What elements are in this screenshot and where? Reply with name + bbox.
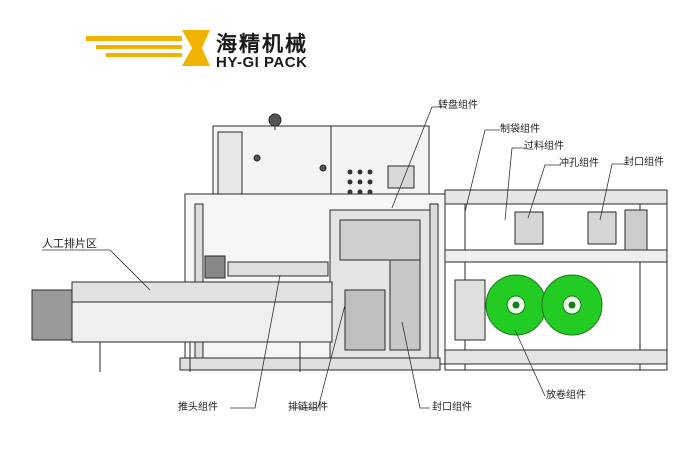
label-feed-over: 过料组件	[524, 141, 564, 152]
label-sealing-top: 封口组件	[624, 157, 664, 168]
label-bag-making: 制袋组件	[500, 124, 540, 135]
label-unwind: 放卷组件	[546, 390, 586, 401]
logo-name-cn: 海精机械	[216, 32, 308, 56]
label-manual-area: 人工排片区	[42, 237, 97, 250]
label-punching: 冲孔组件	[559, 158, 599, 169]
control-buttons	[347, 169, 373, 195]
logo-name-en: HY-GI PACK	[216, 54, 308, 71]
left-conveyor	[31, 255, 333, 372]
label-turntable: 转盘组件	[438, 100, 478, 111]
logo-mark	[86, 30, 210, 66]
label-chain: 排链组件	[288, 402, 328, 413]
film-rolls	[485, 274, 603, 336]
label-sealing-bottom: 封口组件	[432, 402, 472, 413]
leader-lines	[42, 106, 625, 409]
label-push-head: 推头组件	[178, 402, 218, 413]
right-frame	[444, 189, 668, 371]
